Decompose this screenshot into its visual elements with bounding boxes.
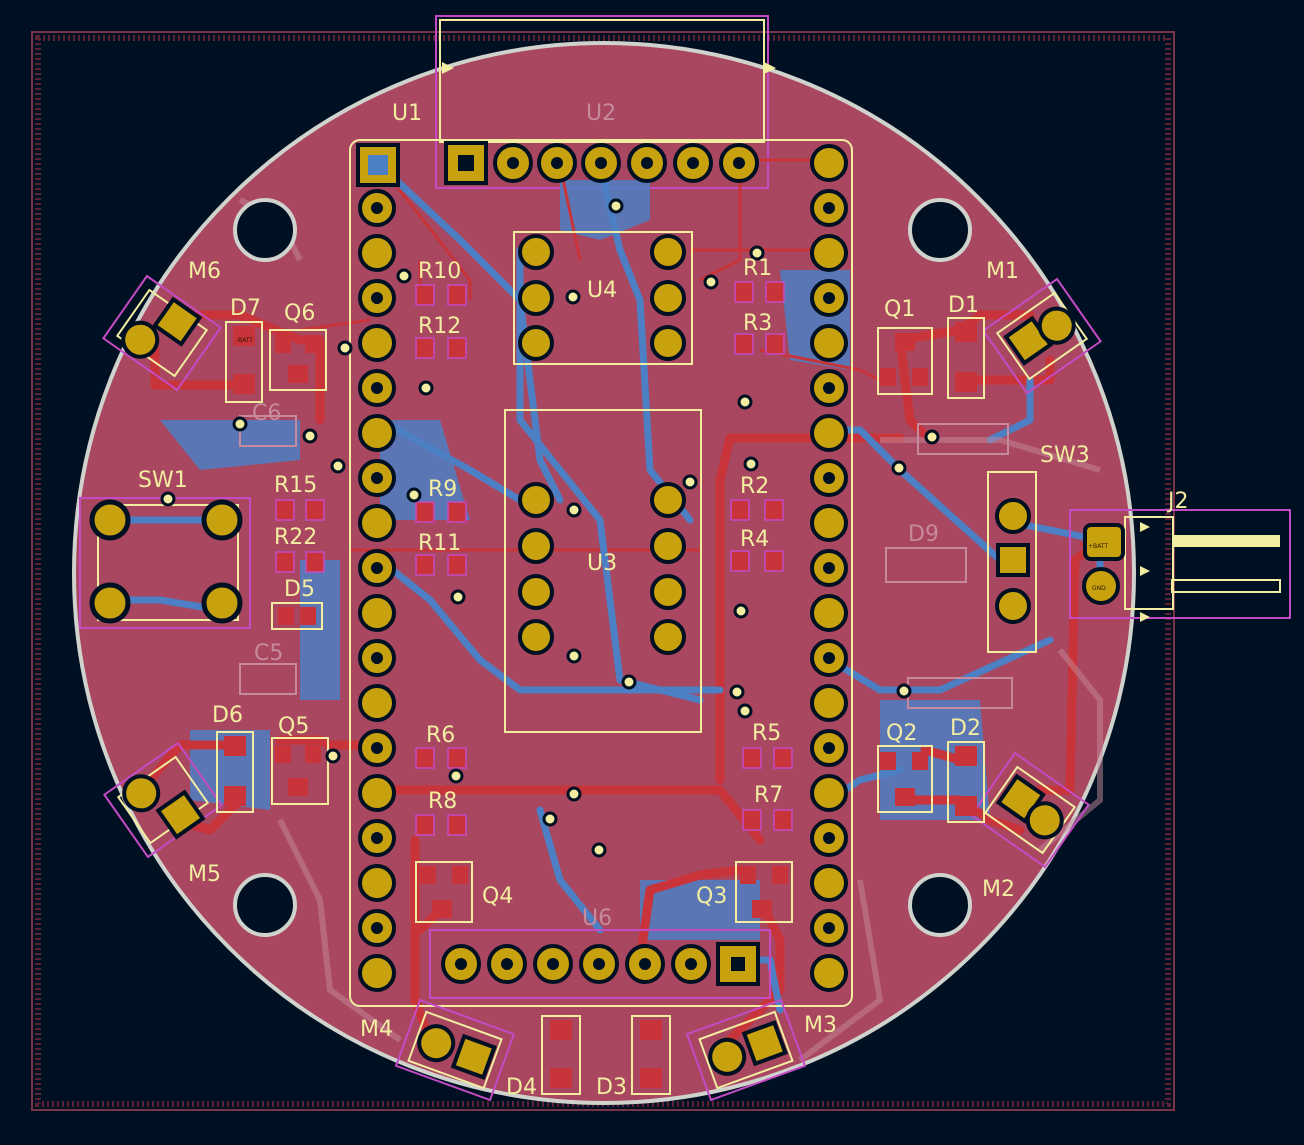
u4-footprint — [513, 231, 693, 365]
label-r1: R1 — [743, 256, 772, 281]
sw1-footprint — [79, 497, 251, 629]
label-sw1: SW1 — [138, 468, 188, 493]
label-q2: Q2 — [886, 721, 917, 746]
transistors — [269, 327, 933, 923]
motor-pads — [101, 274, 1103, 1102]
j2-footprint — [1069, 509, 1291, 619]
label-m3: M3 — [804, 1013, 837, 1038]
label-d1: D1 — [948, 293, 979, 318]
label-u3: U3 — [587, 551, 617, 576]
label-r4: R4 — [740, 527, 769, 552]
u1-left-pins — [358, 189, 396, 992]
label-r5: R5 — [752, 721, 781, 746]
label-q6: Q6 — [284, 301, 315, 326]
label-m5: M5 — [188, 862, 221, 887]
label-q4: Q4 — [482, 884, 513, 909]
label-r6: R6 — [426, 723, 455, 748]
label-r12: R12 — [418, 314, 461, 339]
u2-pins — [444, 141, 759, 185]
silkscreen-labels: U1 U2 U4 U3 U6 M1 M2 M3 M4 M5 M6 D1 D2 D… — [138, 101, 1189, 1100]
label-m1: M1 — [986, 259, 1019, 284]
label-r8: R8 — [428, 789, 457, 814]
label-r2: R2 — [740, 474, 769, 499]
resistors — [275, 281, 793, 836]
label-r7: R7 — [754, 783, 783, 808]
label-c5: C5 — [254, 641, 283, 666]
transistor-pads — [275, 333, 928, 918]
label-c6: C6 — [252, 401, 281, 426]
label-m6: M6 — [188, 259, 221, 284]
label-r11: R11 — [418, 531, 461, 556]
pad-text: +BATT GND -BATT — [236, 337, 1108, 592]
label-r3: R3 — [743, 311, 772, 336]
label-d7: D7 — [230, 296, 261, 321]
label-r22: R22 — [274, 525, 317, 550]
label-d4: D4 — [506, 1075, 537, 1100]
pad-label-batt-plus: +BATT — [1088, 543, 1108, 550]
label-r10: R10 — [418, 259, 461, 284]
u2-body — [439, 19, 765, 143]
label-sw3: SW3 — [1040, 443, 1090, 468]
label-u4: U4 — [587, 278, 617, 303]
label-q1: Q1 — [884, 297, 915, 322]
vias — [160, 198, 940, 858]
label-r9: R9 — [428, 477, 457, 502]
sw3-footprint — [987, 471, 1037, 653]
u6-pins — [429, 929, 771, 999]
marker-arrows — [442, 62, 1150, 622]
u3-footprint — [504, 409, 702, 733]
label-u2: U2 — [586, 101, 616, 126]
u1-left-header — [349, 139, 853, 1007]
front-copper-traces — [145, 310, 1105, 1045]
label-m2: M2 — [982, 877, 1015, 902]
pad-label-batt-minus: -BATT — [236, 337, 253, 344]
pad-label-gnd: GND — [1092, 585, 1106, 592]
label-u1: U1 — [392, 101, 422, 126]
label-m4: M4 — [360, 1017, 393, 1042]
label-u6: U6 — [582, 906, 612, 931]
label-d9: D9 — [908, 522, 939, 547]
label-d3: D3 — [596, 1075, 627, 1100]
diodes — [216, 317, 985, 1095]
pin-holes — [371, 202, 835, 934]
label-q3: Q3 — [696, 884, 727, 909]
label-d6: D6 — [212, 703, 243, 728]
label-q5: Q5 — [278, 714, 309, 739]
mounting-holes — [233, 198, 972, 937]
label-r15: R15 — [274, 473, 317, 498]
label-d2: D2 — [950, 716, 981, 741]
label-d5: D5 — [284, 577, 315, 602]
label-j2: J2 — [1166, 489, 1189, 514]
